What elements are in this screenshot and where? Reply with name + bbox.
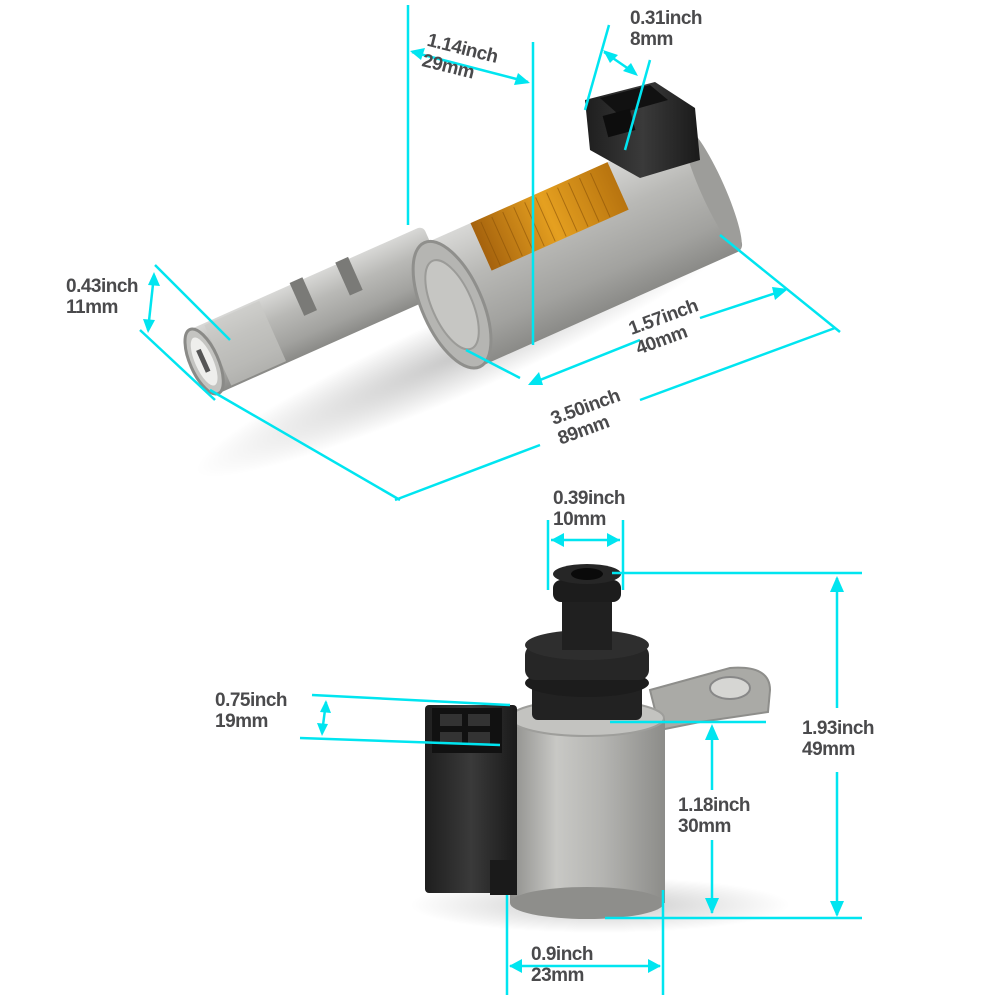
label-total-height-mm: 49mm bbox=[802, 739, 855, 760]
label-body-height-inch: 1.18inch bbox=[678, 795, 751, 816]
label-connector-width-mm: 8mm bbox=[630, 29, 673, 50]
bottom-solenoid-part bbox=[410, 564, 790, 933]
label-nozzle-diameter-inch: 0.39inch bbox=[553, 488, 626, 509]
label-body-diameter-mm: 23mm bbox=[531, 965, 584, 986]
label-nozzle-diameter-mm: 10mm bbox=[553, 509, 606, 530]
label-total-height-inch: 1.93inch bbox=[802, 718, 875, 739]
label-connector-height-mm: 19mm bbox=[215, 711, 268, 732]
label-body-diameter-inch: 0.9inch bbox=[531, 944, 593, 965]
label-shaft-diameter-mm: 11mm bbox=[66, 297, 118, 318]
label-shaft-diameter-inch: 0.43inch bbox=[66, 276, 139, 297]
top-connector bbox=[585, 82, 700, 178]
top-solenoid-part bbox=[183, 82, 745, 478]
bottom-connector bbox=[425, 705, 517, 895]
label-body-height: 1.18inch 30mm bbox=[678, 795, 751, 837]
label-body-height-mm: 30mm bbox=[678, 816, 731, 837]
label-connector-width-inch: 0.31inch bbox=[630, 8, 703, 29]
dimension-lines bbox=[139, 5, 862, 995]
label-nozzle-diameter: 0.39inch 10mm bbox=[553, 488, 626, 530]
label-total-height: 1.93inch 49mm bbox=[802, 718, 875, 760]
label-connector-width: 0.31inch 8mm bbox=[630, 8, 703, 50]
dimension-arrows bbox=[143, 48, 844, 973]
label-shaft-diameter: 0.43inch 11mm bbox=[66, 276, 139, 318]
label-connector-height: 0.75inch 19mm bbox=[215, 690, 288, 732]
label-body-diameter: 0.9inch 23mm bbox=[531, 944, 593, 986]
label-connector-height-inch: 0.75inch bbox=[215, 690, 288, 711]
